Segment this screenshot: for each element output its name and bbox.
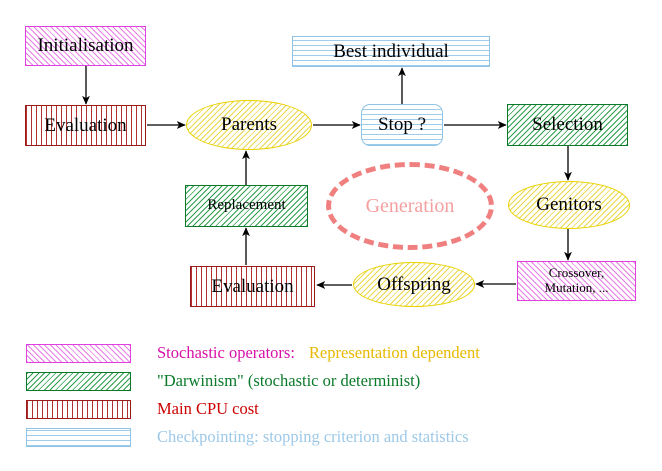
node-label-crossover-mutation: Crossover, Mutation, ...: [544, 265, 609, 295]
node-crossover-mutation[interactable]: Crossover, Mutation, ...: [517, 261, 636, 301]
legend-label-darwinism: "Darwinism" (stochastic or determinist): [157, 371, 421, 390]
node-label-offspring: Offspring: [377, 273, 451, 295]
node-label-initialisation: Initialisation: [37, 35, 134, 57]
node-generation-ring: Generation: [326, 162, 494, 250]
node-evaluation-bottom[interactable]: Evaluation: [190, 266, 315, 307]
node-evaluation-top[interactable]: Evaluation: [25, 105, 146, 146]
node-label-evaluation-top: Evaluation: [44, 114, 127, 136]
legend-row-stochastic-operators: Stochastic operators: Representation dep…: [26, 342, 480, 364]
legend-swatch-stochastic-operators: [26, 343, 131, 363]
legend-label-main-cpu-cost: Main CPU cost: [157, 399, 259, 418]
legend-label-representation-dependent: Representation dependent: [308, 343, 480, 362]
node-label-stop: Stop ?: [377, 114, 427, 136]
node-label-best-individual: Best individual: [333, 40, 449, 62]
node-genitors[interactable]: Genitors: [508, 181, 630, 229]
node-label-parents: Parents: [221, 114, 277, 136]
node-best-individual[interactable]: Best individual: [292, 36, 490, 67]
legend-label-stochastic-operators: Stochastic operators:: [157, 343, 295, 362]
legend-swatch-main-cpu-cost: [26, 399, 131, 419]
node-label-selection: Selection: [532, 114, 603, 136]
node-label-evaluation-bottom: Evaluation: [211, 275, 294, 297]
node-stop[interactable]: Stop ?: [361, 104, 443, 146]
node-label-replacement: Replacement: [207, 197, 286, 214]
node-label-genitors: Genitors: [536, 194, 602, 216]
node-label-generation: Generation: [365, 194, 455, 217]
node-initialisation[interactable]: Initialisation: [25, 26, 146, 66]
legend-swatch-darwinism: [26, 371, 131, 391]
legend-row-checkpointing: Checkpointing: stopping criterion and st…: [26, 426, 469, 448]
node-parents[interactable]: Parents: [186, 100, 312, 150]
node-replacement[interactable]: Replacement: [185, 185, 308, 227]
legend-label-checkpointing: Checkpointing: stopping criterion and st…: [157, 427, 469, 446]
legend-row-darwinism: "Darwinism" (stochastic or determinist): [26, 370, 420, 392]
legend-row-main-cpu-cost: Main CPU cost: [26, 398, 259, 420]
node-offspring[interactable]: Offspring: [353, 262, 475, 307]
legend-swatch-checkpointing: [26, 427, 131, 447]
node-selection[interactable]: Selection: [507, 104, 628, 146]
